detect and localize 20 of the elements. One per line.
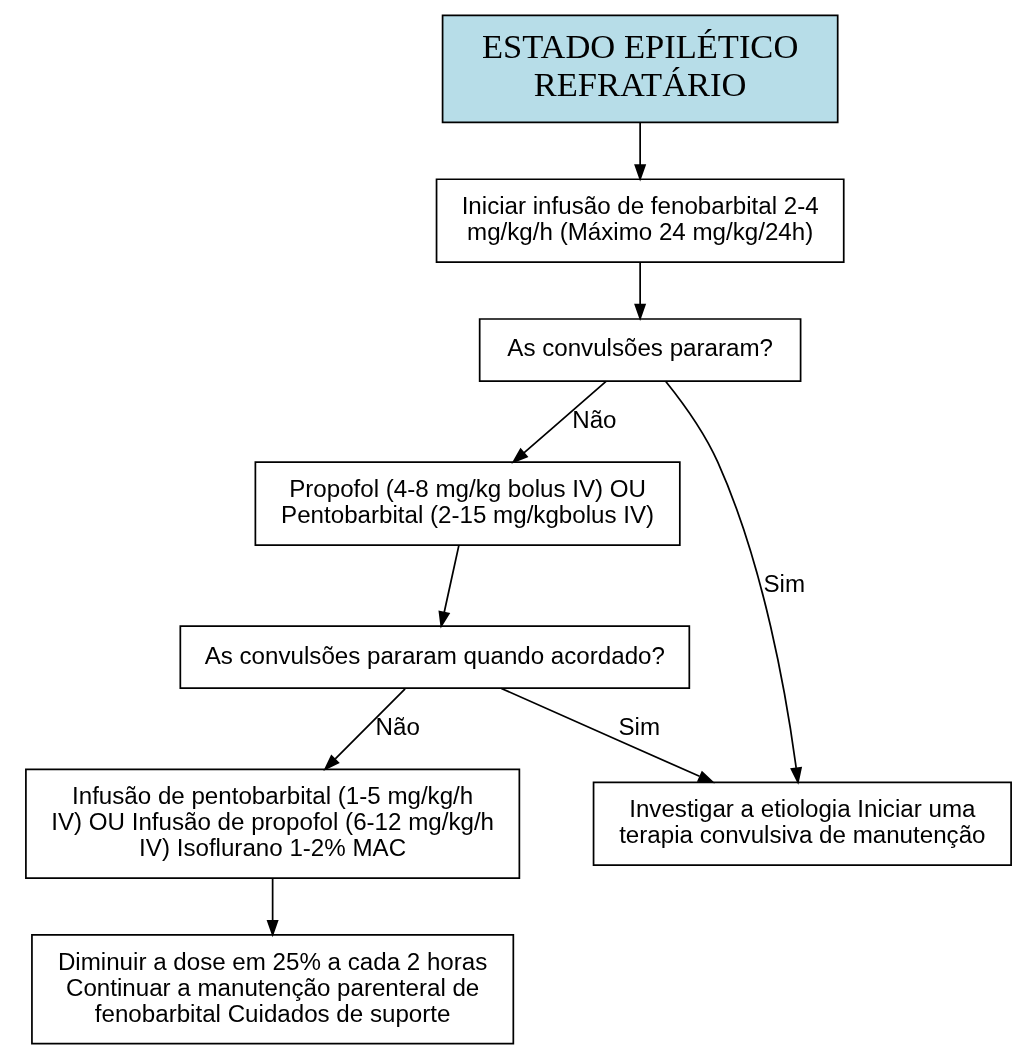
node-box: Investigar a etiologia Iniciar uma terapia convulsiva de manutenção	[592, 781, 1012, 866]
arrow	[437, 544, 460, 629]
arrow	[322, 687, 406, 771]
arrow	[633, 261, 646, 321]
arrow	[633, 121, 646, 182]
node-box: Propofol (4-8 mg/kg bolus IV) OU Pentobarbital (2-15 mg/kgbolus IV)	[254, 461, 681, 546]
edge-label: Sim	[617, 713, 660, 741]
arrow	[266, 877, 279, 938]
arrow	[510, 380, 607, 464]
edge-label: Sim	[762, 569, 805, 597]
node-box: Iniciar infusão de fenobarbital 2-4 mg/kg/h (Máximo 24 mg/kg/24h)	[435, 178, 845, 263]
edge-label: Não	[375, 713, 420, 741]
node-box: As convulsões pararam?	[478, 318, 801, 382]
node-box: Infusão de pentobarbital (1-5 mg/kg/h IV) OU Infusão de propofol (6-12 mg/kg/h IV) Isoflurano 1-2% MAC	[24, 768, 520, 879]
node-box: ESTADO EPILÉTICO REFRATÁRIO	[441, 14, 839, 124]
arrow	[664, 380, 802, 785]
edge-label: Não	[571, 406, 617, 434]
arrow	[500, 687, 715, 784]
node-box: As convulsões pararam quando acordado?	[178, 625, 690, 690]
node-box: Diminuir a dose em 25% a cada 2 horas Continuar a manutenção parenteral de fenobarbital Cuidados de suporte	[30, 934, 514, 1045]
